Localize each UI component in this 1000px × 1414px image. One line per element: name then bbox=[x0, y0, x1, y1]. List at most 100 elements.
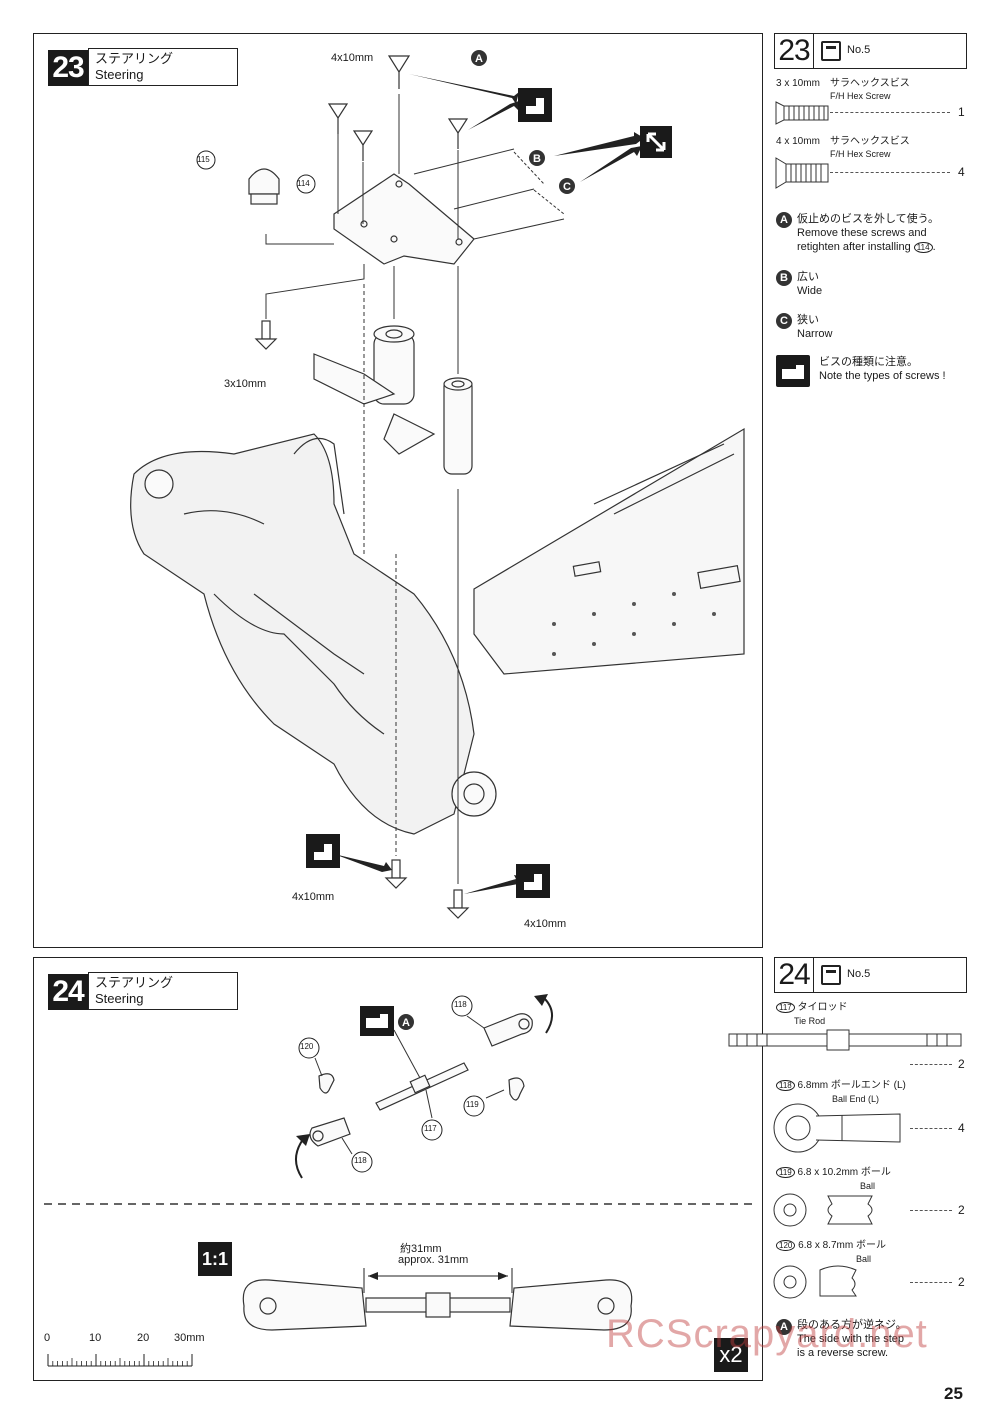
step24-part-118-num: 118 bbox=[776, 1080, 795, 1091]
step24-note-a-en1: The side with the step bbox=[797, 1333, 905, 1345]
pointing-hand-icon bbox=[776, 355, 810, 387]
step23-part-2-leader bbox=[830, 172, 950, 173]
multiplier-badge: x2 bbox=[714, 1338, 748, 1372]
parts-bag-icon bbox=[821, 41, 841, 61]
ruler-label-10: 10 bbox=[89, 1332, 102, 1344]
step23-diagram-panel: 23 ステアリング Steering bbox=[33, 33, 763, 948]
step24-part-120-name: 120 6.8 x 8.7mm ボール bbox=[776, 1240, 886, 1252]
step23-bottom-right-screw-size: 4x10mm bbox=[524, 918, 567, 930]
step23-left-screw-size: 3x10mm bbox=[224, 378, 267, 390]
step24-part-117-label: 117 bbox=[424, 1124, 437, 1133]
step23-sidebar-number: 23 bbox=[775, 34, 814, 68]
step24-sidebar-number: 24 bbox=[775, 958, 814, 992]
step24-part-119-en: Ball bbox=[860, 1181, 876, 1191]
page-number: 25 bbox=[944, 1384, 963, 1403]
step23-illustration: A B C bbox=[130, 50, 745, 919]
step23-note-a: 仮止めのビスを外して使う。 Remove these screws and re… bbox=[797, 212, 967, 255]
step23-title: ステアリング Steering bbox=[88, 48, 238, 86]
ruler-label-20: 20 bbox=[137, 1332, 150, 1344]
step24-part-117-en: Tie Rod bbox=[794, 1016, 826, 1026]
step23-part-2-name-en: F/H Hex Screw bbox=[830, 149, 891, 159]
step23-part-2-qty: 4 bbox=[958, 165, 965, 179]
step23-part-1-leader bbox=[830, 112, 950, 113]
step23-note-a-part: 114 bbox=[913, 242, 933, 253]
step23-bag-label: No.5 bbox=[847, 44, 871, 56]
scale-1-1-badge: 1:1 bbox=[198, 1242, 232, 1276]
step23-note-c-en: Narrow bbox=[797, 328, 833, 340]
step24-part-119-jp: 6.8 x 10.2mm ボール bbox=[797, 1167, 891, 1178]
step23-part-1-name-en: F/H Hex Screw bbox=[830, 91, 891, 101]
step23-part-1-size: 3 x 10mm bbox=[776, 78, 820, 89]
step24-part-117-name: 117 タイロッド bbox=[776, 1002, 848, 1014]
step24-part-119-num: 119 bbox=[776, 1167, 795, 1178]
step23-part-115-label: 115 bbox=[197, 155, 210, 164]
step23-note-a-jp: 仮止めのビスを外して使う。 bbox=[797, 213, 940, 225]
ball-end-icon bbox=[773, 1103, 901, 1153]
step24-part-118b-label: 118 bbox=[354, 1156, 367, 1165]
step24-part-120-num: 120 bbox=[776, 1240, 796, 1251]
step23-number: 23 bbox=[48, 50, 88, 86]
step24-part-120-jp: 6.8 x 8.7mm ボール bbox=[798, 1240, 886, 1251]
ruler-label-0: 0 bbox=[44, 1332, 51, 1344]
ball-120-icon bbox=[773, 1265, 857, 1299]
step23-note-d-en: Note the types of screws ! bbox=[819, 370, 946, 382]
step24-part-117-jp: タイロッド bbox=[797, 1002, 848, 1013]
step24-part-120-qty: 2 bbox=[958, 1275, 965, 1289]
step24-bag-label: No.5 bbox=[847, 968, 871, 980]
step23-note-b-en: Wide bbox=[797, 285, 823, 297]
step23-part-2-size: 4 x 10mm bbox=[776, 136, 820, 147]
step23-top-screw-size: 4x10mm bbox=[331, 52, 374, 64]
step24-part-119-leader bbox=[910, 1210, 952, 1211]
step23-note-b-jp: 広い bbox=[797, 271, 819, 283]
step24-part-118-leader bbox=[910, 1128, 952, 1129]
step24-part-118-en: Ball End (L) bbox=[832, 1094, 880, 1104]
tie-rod-icon bbox=[728, 1029, 962, 1051]
step23-note-d: ビスの種類に注意。 Note the types of screws ! bbox=[819, 355, 946, 383]
step24-part-119-qty: 2 bbox=[958, 1203, 965, 1217]
ball-119-icon bbox=[773, 1193, 873, 1227]
step24-part-119-label: 119 bbox=[466, 1100, 479, 1109]
note-a-marker: A bbox=[776, 212, 792, 228]
step23-part-2-name-jp: サラヘックスビス bbox=[830, 136, 910, 147]
step23-title-en: Steering bbox=[95, 67, 144, 82]
step24-diagram-panel: 24 ステアリング Steering bbox=[33, 957, 763, 1381]
step24-part-117-leader bbox=[910, 1064, 952, 1065]
step24-title-jp: ステアリング bbox=[95, 975, 174, 990]
step24-note-a-marker: A bbox=[776, 1319, 792, 1335]
svg-text:A: A bbox=[402, 1017, 410, 1029]
step24-sidebar-header: 24 No.5 bbox=[774, 957, 967, 993]
step24-part-117-qty: 2 bbox=[958, 1057, 965, 1071]
step23-note-a-en1: Remove these screws and bbox=[797, 227, 927, 239]
step24-part-117-num: 117 bbox=[776, 1002, 795, 1013]
svg-text:B: B bbox=[533, 153, 541, 165]
svg-text:C: C bbox=[563, 181, 571, 193]
step23-part-1-qty: 1 bbox=[958, 105, 965, 119]
step24-note-a-en2: is a reverse screw. bbox=[797, 1347, 889, 1359]
note-b-marker: B bbox=[776, 270, 792, 286]
step23-note-a-en2: retighten after installing bbox=[797, 241, 911, 253]
step23-part-1-name-jp: サラヘックスビス bbox=[830, 78, 910, 89]
step24-part-118a-label: 118 bbox=[454, 1000, 467, 1009]
step24-illustration: A bbox=[44, 994, 754, 1367]
parts-bag-icon bbox=[821, 965, 841, 985]
step24-part-118-jp: 6.8mm ボールエンド (L) bbox=[797, 1080, 906, 1091]
step24-part-118-name: 118 6.8mm ボールエンド (L) bbox=[776, 1080, 906, 1092]
step23-note-b: 広い Wide bbox=[797, 270, 822, 298]
flat-head-screw-3x10-icon bbox=[775, 101, 829, 125]
step24-part-120-label: 120 bbox=[300, 1042, 314, 1051]
svg-text:A: A bbox=[475, 53, 483, 65]
step24-note-a-jp: 段のある方が逆ネジ。 bbox=[797, 1319, 907, 1331]
note-c-marker: C bbox=[776, 313, 792, 329]
step23-sidebar-header: 23 No.5 bbox=[774, 33, 967, 69]
watermark: RCScrapyard.net bbox=[606, 1312, 928, 1356]
step24-part-120-en: Ball bbox=[856, 1254, 872, 1264]
step23-note-d-jp: ビスの種類に注意。 bbox=[819, 356, 918, 368]
dimension-label-en: approx. 31mm bbox=[398, 1254, 469, 1266]
step23-part-114-label: 114 bbox=[297, 179, 310, 188]
step23-note-c-jp: 狭い bbox=[797, 314, 819, 326]
flat-head-screw-4x10-icon bbox=[775, 157, 829, 189]
step24-part-119-name: 119 6.8 x 10.2mm ボール bbox=[776, 1167, 891, 1179]
step23-bottom-left-screw-size: 4x10mm bbox=[292, 891, 335, 903]
step24-part-118-qty: 4 bbox=[958, 1121, 965, 1135]
step24-title-en: Steering bbox=[95, 991, 144, 1006]
